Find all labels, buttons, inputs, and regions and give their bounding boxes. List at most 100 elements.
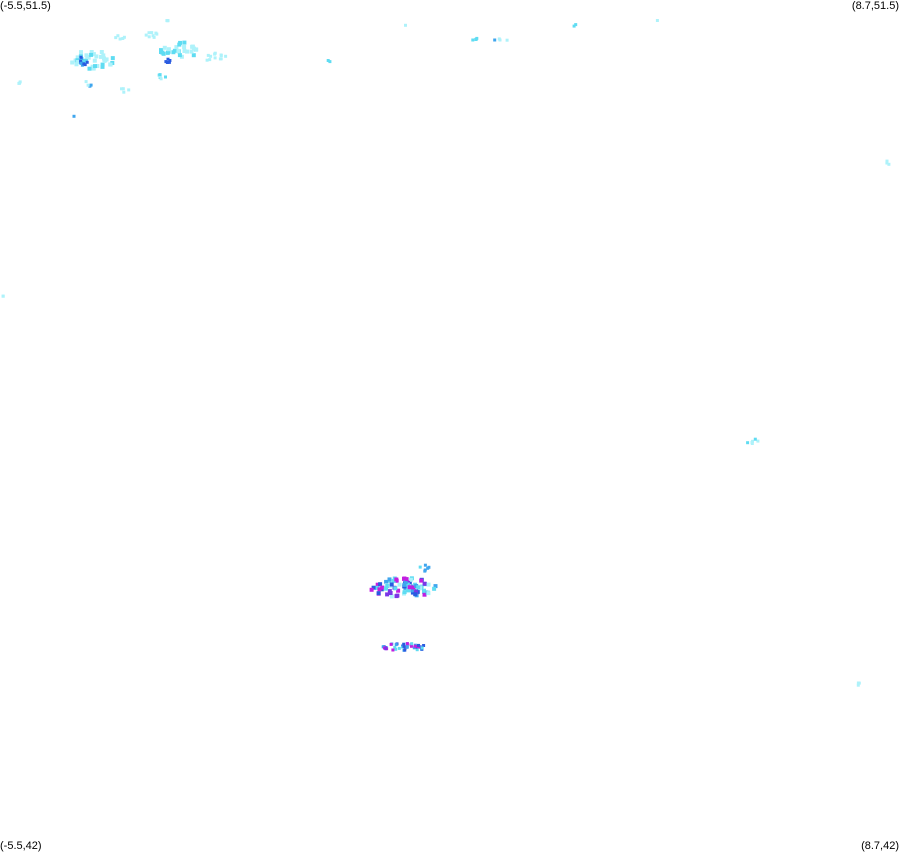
- echo-cell: [1, 294, 5, 298]
- echo-cell: [213, 56, 217, 60]
- echo-cell: [420, 646, 424, 650]
- echo-cell: [79, 59, 83, 63]
- echo-cell: [182, 49, 187, 53]
- echo-cell: [405, 642, 409, 646]
- echo-cell: [85, 55, 90, 59]
- echo-cell: [70, 60, 75, 65]
- echo-cell: [177, 42, 182, 47]
- echo-cell: [423, 569, 427, 573]
- echo-cell: [100, 64, 105, 69]
- echo-cell: [756, 439, 760, 443]
- echo-cell: [427, 565, 431, 569]
- echo-cell: [750, 442, 754, 445]
- echo-cell: [380, 585, 385, 590]
- echo-cell: [746, 441, 750, 445]
- echo-cell: [856, 683, 860, 687]
- echo-cell: [79, 61, 83, 65]
- echo-cell: [166, 47, 171, 52]
- echo-cell: [413, 644, 417, 648]
- echo-cell: [101, 53, 106, 58]
- echo-cell: [403, 648, 407, 652]
- corner-label-bottom-left: (-5.5,42): [0, 840, 42, 852]
- echo-cell: [164, 60, 168, 64]
- echo-cell: [505, 38, 509, 42]
- echo-cell: [885, 159, 889, 163]
- echo-cell: [18, 81, 21, 85]
- echo-cell: [413, 592, 418, 597]
- echo-cell: [219, 54, 223, 57]
- echo-cell: [110, 56, 115, 61]
- echo-cell: [385, 592, 390, 597]
- echo-cell: [394, 577, 399, 582]
- echo-cell: [182, 45, 187, 49]
- echo-cell: [86, 83, 90, 87]
- echo-cell: [419, 578, 424, 583]
- echo-cell: [79, 50, 83, 55]
- echo-cell: [74, 62, 79, 67]
- echo-cell: [194, 47, 199, 52]
- echo-cell: [497, 37, 501, 41]
- echo-cell: [417, 643, 420, 647]
- echo-cell: [396, 588, 401, 593]
- echo-cell: [121, 37, 125, 40]
- echo-cell: [856, 681, 860, 685]
- echo-cell: [209, 54, 213, 58]
- echo-cell: [164, 75, 167, 79]
- echo-cell: [375, 582, 380, 587]
- echo-cell: [402, 582, 407, 587]
- echo-cell: [474, 38, 478, 41]
- echo-cell: [371, 585, 376, 590]
- echo-cell: [655, 19, 659, 22]
- echo-cell: [422, 644, 426, 647]
- echo-cell: [166, 19, 170, 23]
- echo-cell: [91, 52, 96, 57]
- echo-cell: [88, 84, 92, 88]
- echo-cell: [753, 437, 757, 441]
- echo-cell: [177, 53, 182, 58]
- echo-cell: [402, 590, 407, 595]
- echo-cell: [99, 50, 104, 54]
- echo-cell: [127, 88, 131, 92]
- echo-cell: [885, 161, 889, 165]
- echo-cell: [410, 590, 415, 595]
- echo-cell: [387, 577, 392, 582]
- echo-cell: [751, 439, 754, 443]
- echo-cell: [887, 162, 891, 166]
- echo-cell: [176, 49, 181, 54]
- echo-cell: [572, 24, 576, 28]
- echo-cell: [394, 643, 398, 647]
- echo-cell: [393, 646, 397, 649]
- echo-cell: [422, 592, 427, 597]
- echo-cell: [158, 74, 162, 78]
- echo-cell: [190, 44, 195, 49]
- echo-cell: [191, 53, 196, 58]
- echo-cell: [384, 586, 389, 591]
- echo-cell: [121, 87, 125, 91]
- echo-cell: [206, 53, 210, 57]
- echo-cell: [91, 66, 96, 71]
- echo-cell: [411, 585, 416, 590]
- echo-cell: [426, 591, 431, 596]
- echo-cell: [410, 642, 414, 646]
- echo-cell: [205, 58, 209, 62]
- echo-cell: [155, 32, 159, 36]
- corner-label-bottom-right: (8.7,42): [861, 840, 899, 852]
- echo-cell: [82, 58, 87, 63]
- echo-cell: [103, 58, 108, 63]
- echo-cell: [388, 591, 393, 595]
- echo-cell: [114, 36, 118, 40]
- echo-cell: [120, 87, 123, 91]
- echo-cell: [493, 38, 497, 42]
- echo-cell: [326, 59, 330, 62]
- echo-cell: [185, 49, 189, 54]
- echo-cell: [150, 31, 154, 35]
- echo-cell: [384, 579, 389, 584]
- echo-cell: [159, 77, 163, 81]
- echo-cell: [369, 587, 374, 592]
- echo-cell: [92, 58, 97, 63]
- echo-cell: [93, 64, 97, 69]
- echo-cell: [122, 35, 126, 39]
- echo-cell: [151, 34, 155, 38]
- echo-cell: [167, 60, 171, 64]
